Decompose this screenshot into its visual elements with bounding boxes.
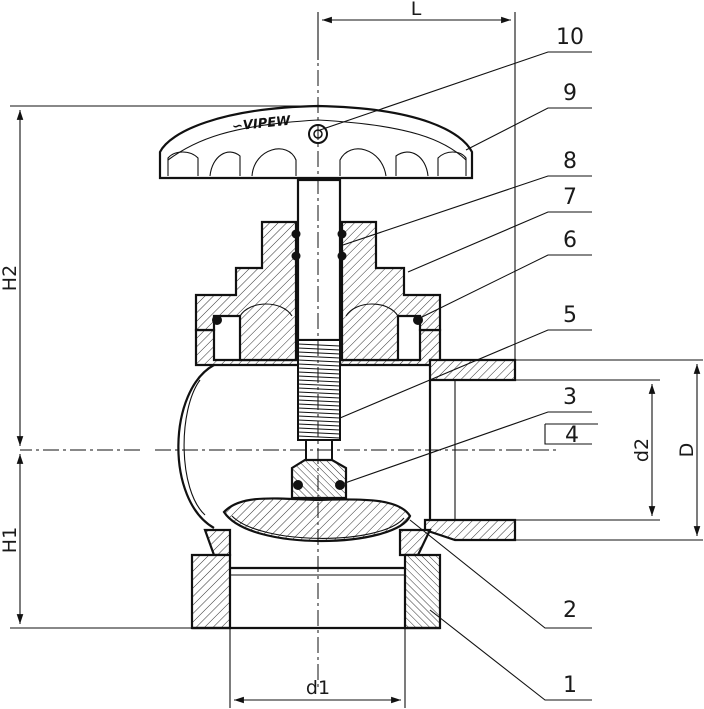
inlet-nut xyxy=(190,553,442,630)
valve-body xyxy=(177,328,517,557)
stem-thread-line xyxy=(297,423,341,427)
stem-thread-line xyxy=(297,347,341,351)
handwheel: ∽VIPEW xyxy=(158,104,474,180)
stem-thread-line xyxy=(297,371,341,375)
stem-thread-line xyxy=(297,343,341,347)
outlet-top-wall xyxy=(428,358,517,382)
outlet-bottom-wall xyxy=(423,518,517,542)
stem-thread-line xyxy=(297,395,341,399)
stem-thread-line xyxy=(297,379,341,383)
dim-L-label: L xyxy=(411,0,422,20)
stem-thread-line xyxy=(297,435,341,439)
stem-thread-line xyxy=(297,391,341,395)
stem-thread-line xyxy=(297,351,341,355)
centerlines xyxy=(20,16,560,690)
stem xyxy=(291,178,347,493)
callout-6: 6 xyxy=(563,228,577,253)
stem-thread-line xyxy=(297,403,341,407)
stem-thread-line xyxy=(297,427,341,431)
stem-thread-line xyxy=(297,363,341,367)
callout-8: 8 xyxy=(563,149,577,174)
disc xyxy=(222,458,412,543)
svg-text:∽VIPEW: ∽VIPEW xyxy=(231,114,291,135)
stem-thread-line xyxy=(297,415,341,419)
wheel-logo-text: VIPEW xyxy=(242,114,292,134)
stem-thread-line xyxy=(297,407,341,411)
stem-thread-line xyxy=(297,399,341,403)
bonnet xyxy=(194,220,442,362)
stem-thread-line xyxy=(297,367,341,371)
stem-thread-line xyxy=(297,411,341,415)
callout-5: 5 xyxy=(563,303,577,328)
dim-H1-label: H1 xyxy=(0,527,21,553)
callout-1: 1 xyxy=(563,673,577,698)
dim-D-label: D xyxy=(676,443,698,458)
dim-d1-label: d1 xyxy=(306,677,330,699)
callout-9: 9 xyxy=(563,81,577,106)
stem-thread-line xyxy=(297,383,341,387)
stem-thread-line xyxy=(297,355,341,359)
body-sphere-left xyxy=(177,364,215,529)
stem-thread-line xyxy=(297,419,341,423)
stem-thread-line xyxy=(297,431,341,435)
callout-10: 10 xyxy=(556,25,584,50)
callout-2: 2 xyxy=(563,598,577,623)
callout-4: 4 xyxy=(565,423,579,448)
stem-thread-line xyxy=(297,375,341,379)
stem-thread-line xyxy=(297,359,341,363)
callout-3: 3 xyxy=(563,385,577,410)
callout-7: 7 xyxy=(563,185,577,210)
dim-H2-label: H2 xyxy=(0,265,21,291)
stem-thread-line xyxy=(297,387,341,391)
dim-d2-label: d2 xyxy=(631,438,653,462)
callouts: 10 9 8 7 6 5 3 4 2 1 xyxy=(319,25,598,701)
